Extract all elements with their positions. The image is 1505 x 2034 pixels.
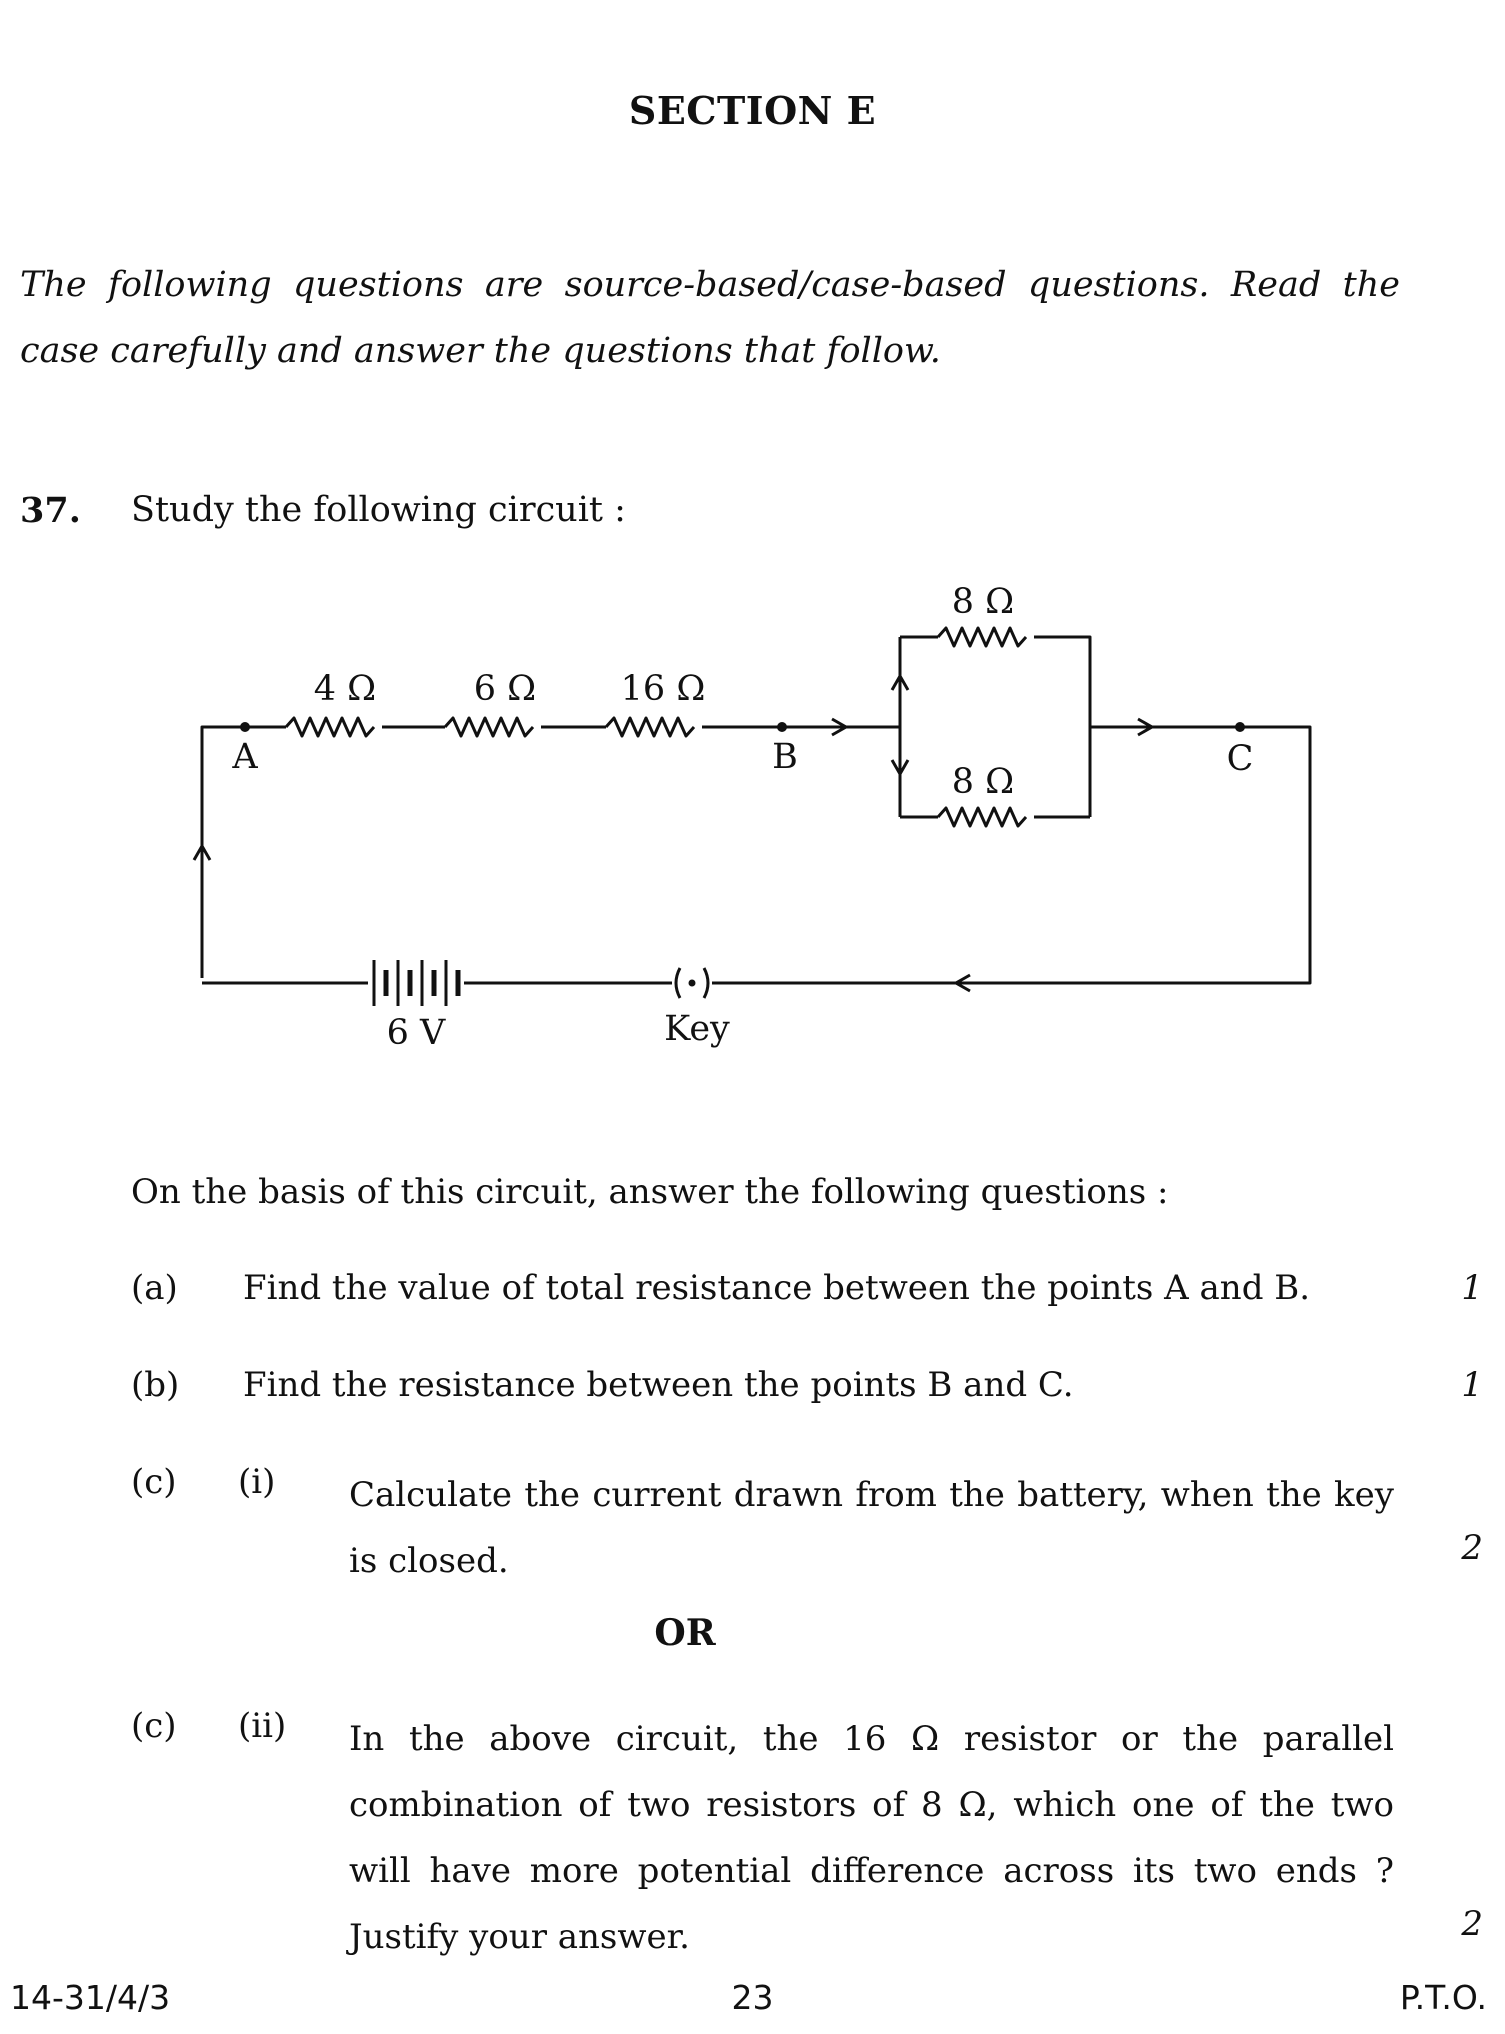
- label-point-a: A: [231, 737, 258, 777]
- resistor-6-ohm: [443, 716, 535, 738]
- junction-dot-c: [1235, 722, 1245, 732]
- part-c1-sublabel: (i): [238, 1462, 276, 1502]
- label-16-ohm: 16 Ω: [621, 669, 706, 709]
- label-point-c: C: [1227, 739, 1254, 779]
- question-prompt: Study the following circuit :: [131, 490, 626, 530]
- label-4-ohm: 4 Ω: [314, 669, 376, 709]
- part-c1-marks: 2: [1461, 1528, 1483, 1568]
- arrow-right-icon: [831, 717, 850, 737]
- current-arrows: [192, 672, 1156, 993]
- part-c1-text: Calculate the current drawn from the bat…: [349, 1475, 1394, 1581]
- label-6-ohm: 6 Ω: [474, 669, 536, 709]
- or-divider: OR: [654, 1612, 716, 1654]
- part-b-label: (b): [131, 1365, 180, 1405]
- question-intro: On the basis of this circuit, answer the…: [131, 1172, 1169, 1212]
- part-c2-sublabel: (ii): [238, 1706, 287, 1746]
- paper-code: 14-31/4/3: [10, 1978, 171, 2017]
- resistor-8-ohm-top: [936, 626, 1028, 648]
- circuit-diagram: 4 Ω 6 Ω 16 Ω 8 Ω 8 Ω A B C 6 V Key: [192, 582, 1312, 1053]
- part-c1-label: (c): [131, 1462, 177, 1502]
- arrow-up-icon: [192, 842, 212, 861]
- arrow-right-icon: [1137, 717, 1156, 737]
- wire-left-top: [200, 725, 286, 978]
- question-number: 37.: [20, 490, 81, 531]
- part-c2-label: (c): [131, 1706, 177, 1746]
- label-battery: 6 V: [387, 1013, 446, 1053]
- part-a-marks: 1: [1461, 1268, 1483, 1308]
- resistor-8-ohm-bottom: [936, 806, 1028, 828]
- junction-dot-a: [240, 722, 250, 732]
- part-a-text: Find the value of total resistance betwe…: [243, 1268, 1311, 1308]
- resistor-16-ohm: [604, 716, 696, 738]
- part-b-text: Find the resistance between the points B…: [243, 1365, 1074, 1405]
- label-point-b: B: [772, 737, 798, 777]
- battery-symbol: [368, 958, 464, 1008]
- part-c2-text: In the above circuit, the 16 Ω resistor …: [349, 1719, 1394, 1957]
- junction-dot-b: [777, 722, 787, 732]
- part-c2-marks: 2: [1461, 1904, 1483, 1944]
- instructions: The following questions are source-based…: [20, 265, 1400, 371]
- wire-parallel-top-right: [1034, 635, 1092, 817]
- section-title: SECTION E: [628, 88, 877, 133]
- page-number: 23: [731, 1978, 774, 2017]
- label-key: Key: [664, 1009, 730, 1049]
- arrow-up-icon: [890, 672, 910, 691]
- arrow-down-icon: [890, 759, 910, 778]
- resistor-4-ohm: [284, 716, 376, 738]
- part-b-marks: 1: [1461, 1365, 1483, 1405]
- arrow-left-icon: [952, 973, 971, 993]
- label-8-ohm-bottom: 8 Ω: [952, 762, 1014, 802]
- part-a-label: (a): [131, 1268, 178, 1308]
- pto-label: P.T.O.: [1399, 1978, 1487, 2017]
- wire-right-bottom: [445, 725, 1312, 985]
- key-symbol: [672, 965, 712, 1001]
- label-8-ohm-top: 8 Ω: [952, 582, 1014, 622]
